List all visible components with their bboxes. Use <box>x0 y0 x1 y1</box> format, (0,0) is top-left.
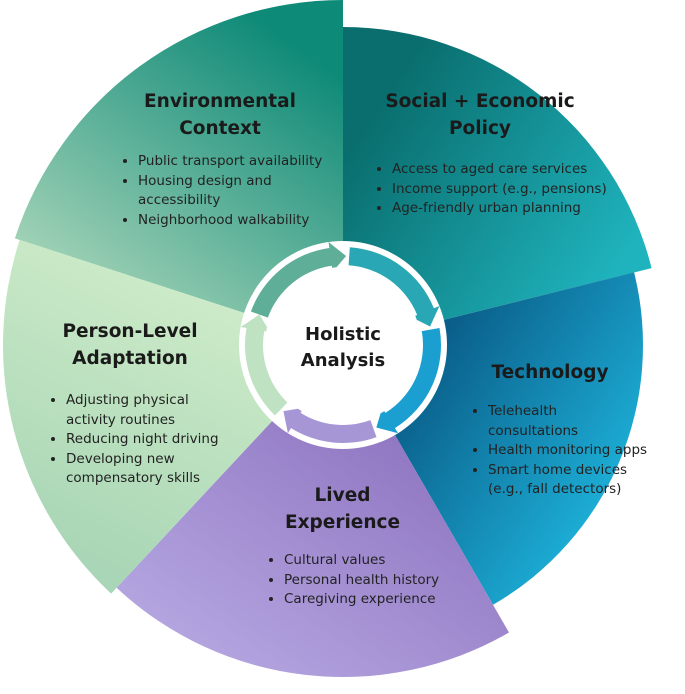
center-label: Holistic Analysis <box>300 324 386 371</box>
cycle-arrow-person-icon <box>240 314 288 416</box>
segment-technology <box>391 272 643 605</box>
segment-list-technology: Telehealth consultations Health monitori… <box>474 402 685 500</box>
list-item: Neighborhood walkability <box>138 211 363 231</box>
cycle-arrow-environmental-icon <box>250 242 347 318</box>
segment-title-environmental: Environmental Context <box>144 91 296 139</box>
list-item: Public transport availability <box>138 152 363 172</box>
segment-title-policy: Social + Economic Policy <box>385 91 575 139</box>
list-item: Income support (e.g., pensions) <box>392 180 642 200</box>
list-item: Developing new compensatory skills <box>66 450 226 489</box>
cycle-arrow-policy-icon <box>348 247 440 327</box>
list-item: Age-friendly urban planning <box>392 199 642 219</box>
segment-policy <box>343 27 652 322</box>
segment-person <box>2 239 278 594</box>
list-item: Reducing night driving <box>66 430 241 450</box>
segment-title-technology: Technology <box>491 362 609 383</box>
list-item: Cultural values <box>284 551 484 571</box>
list-item: Adjusting physical activity routines <box>66 391 216 430</box>
list-item: Personal health history <box>284 571 484 591</box>
list-item: Housing design and accessibility <box>138 172 308 211</box>
segment-environmental <box>14 0 344 316</box>
cycle-arrow-lived-icon <box>283 407 377 443</box>
list-item: Smart home devices (e.g., fall detectors… <box>488 461 638 500</box>
list-item: Telehealth consultations <box>488 402 608 441</box>
segment-title-person: Person-Level Adaptation <box>62 321 198 369</box>
segment-lived <box>116 415 510 677</box>
segment-list-lived: Cultural values Personal health history … <box>270 551 484 610</box>
cycle-arrow-technology-icon <box>376 327 441 434</box>
segment-list-environmental: Public transport availability Housing de… <box>124 152 363 230</box>
list-item: Caregiving experience <box>284 590 484 610</box>
segment-list-person: Adjusting physical activity routines Red… <box>52 391 241 489</box>
list-item: Health monitoring apps <box>488 441 685 461</box>
center-disc <box>265 267 421 423</box>
list-item: Access to aged care services <box>392 160 642 180</box>
segment-list-policy: Access to aged care services Income supp… <box>378 160 642 219</box>
segment-title-lived: Lived Experience <box>284 485 401 533</box>
